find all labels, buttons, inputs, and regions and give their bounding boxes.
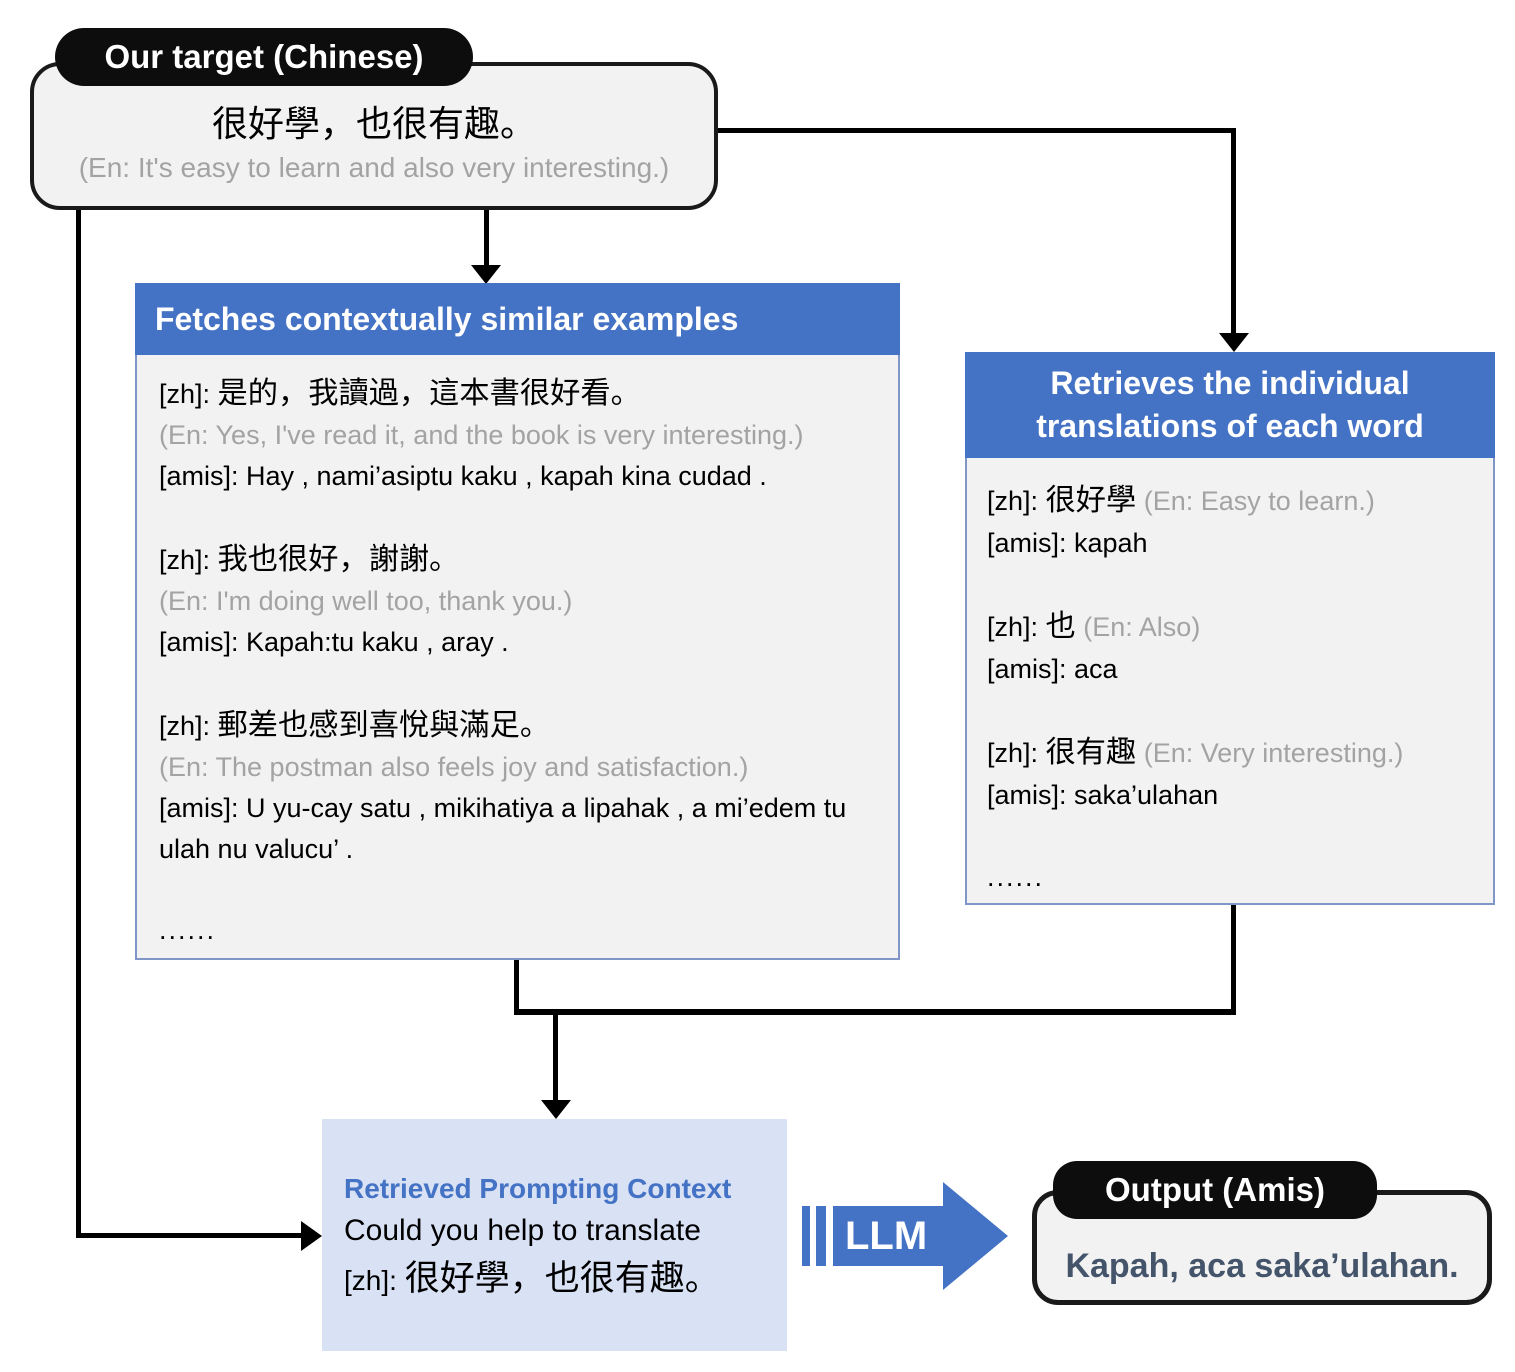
llm-arrow-bar-icon	[816, 1206, 826, 1266]
target-box: 很好學，也很有趣。 (En: It's easy to learn and al…	[30, 62, 718, 210]
example-en-line: (En: Yes, I've read it, and the book is …	[159, 420, 804, 450]
connector-target-to-prompt-horizontal	[76, 1233, 304, 1238]
output-label-pill: Output (Amis)	[1053, 1161, 1377, 1219]
example-zh-line: [zh]: 我也很好，謝謝。	[159, 543, 460, 576]
arrowhead-into-prompt-top-icon	[541, 1100, 571, 1119]
connector-junction-horizontal	[514, 1009, 1236, 1015]
fetches-examples-panel: Fetches contextually similar examples [z…	[135, 283, 900, 960]
word-amis-line: [amis]: kapah	[987, 528, 1148, 558]
word-zh-line: [zh]: 很有趣 (En: Very interesting.)	[987, 736, 1404, 769]
connector-target-to-fetches	[484, 210, 489, 270]
word-amis-line: [amis]: aca	[987, 654, 1118, 684]
retrieves-panel-body: [zh]: 很好學 (En: Easy to learn.) [amis]: k…	[965, 458, 1495, 905]
target-chinese-sentence: 很好學，也很有趣。	[211, 103, 536, 144]
llm-arrow: LLM	[833, 1206, 944, 1266]
word-zh-line: [zh]: 也 (En: Also)	[987, 610, 1201, 643]
example-en-line: (En: The postman also feels joy and sati…	[159, 752, 749, 782]
fetches-panel-header: Fetches contextually similar examples	[135, 283, 900, 355]
arrowhead-into-prompt-left-icon	[301, 1221, 322, 1251]
fetches-panel-body: [zh]: 是的，我讀過，這本書很好看。 (En: Yes, I've read…	[135, 355, 900, 960]
word-amis-line: [amis]: saka’ulahan	[987, 780, 1219, 810]
target-label-pill: Our target (Chinese)	[55, 28, 473, 86]
retrieves-title-line2: translations of each word	[1036, 408, 1424, 444]
connector-target-to-retrieves-horizontal	[716, 128, 1236, 133]
prompting-context-box: Retrieved Prompting Context Could you he…	[322, 1119, 787, 1351]
connector-target-to-retrieves-vertical	[1231, 128, 1236, 336]
word-translations-panel: Retrieves the individual translations of…	[965, 352, 1495, 905]
prompting-context-title: Retrieved Prompting Context	[344, 1173, 732, 1204]
connector-target-to-prompt-vertical	[76, 208, 81, 1236]
example-en-line: (En: I'm doing well too, thank you.)	[159, 586, 573, 616]
llm-label: LLM	[845, 1213, 928, 1258]
connector-fetches-down	[514, 958, 519, 1014]
example-zh-line: [zh]: 郵差也感到喜悅與滿足。	[159, 709, 551, 742]
connector-junction-to-prompt	[553, 1013, 558, 1103]
example-zh-line: [zh]: 是的，我讀過，這本書很好看。	[159, 377, 641, 410]
word-zh-line: [zh]: 很好學 (En: Easy to learn.)	[987, 484, 1375, 517]
output-amis-sentence: Kapah, aca saka’ulahan.	[1065, 1247, 1459, 1285]
example-amis-line: [amis]: U yu-cay satu , mikihatiya a lip…	[159, 793, 847, 864]
fetches-ellipsis: ......	[159, 915, 217, 945]
target-english-gloss: (En: It's easy to learn and also very in…	[78, 152, 670, 183]
example-amis-line: [amis]: Hay , nami’asiptu kaku , kapah k…	[159, 461, 767, 491]
retrieves-title-line1: Retrieves the individual	[1050, 365, 1410, 401]
example-amis-line: [amis]: Kapah:tu kaku , aray .	[159, 627, 509, 657]
prompting-context-instruction: Could you help to translate	[344, 1214, 701, 1247]
arrowhead-into-retrieves-icon	[1219, 333, 1249, 352]
retrieves-ellipsis: ......	[987, 862, 1045, 892]
prompting-context-sentence: [zh]: 很好學，也很有趣。	[344, 1259, 720, 1298]
llm-arrow-bar-icon	[802, 1206, 810, 1266]
arrowhead-into-fetches-icon	[471, 265, 501, 284]
connector-retrieves-down	[1231, 903, 1236, 1013]
llm-arrowhead-icon	[943, 1182, 1008, 1290]
retrieves-panel-header: Retrieves the individual translations of…	[965, 352, 1495, 458]
